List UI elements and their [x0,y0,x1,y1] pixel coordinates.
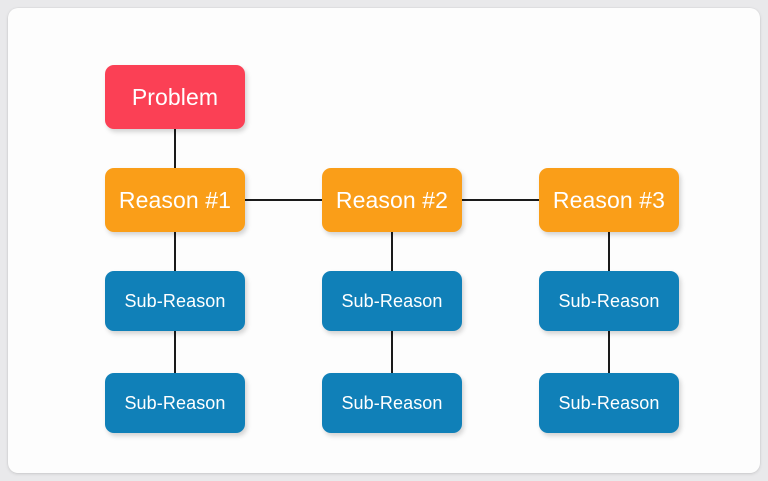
node-label: Reason #2 [335,186,449,213]
node-sub1a[interactable]: Sub-Reason [105,271,245,331]
node-label: Problem [131,83,219,110]
node-sub1b[interactable]: Sub-Reason [105,373,245,433]
node-sub3b[interactable]: Sub-Reason [539,373,679,433]
node-problem[interactable]: Problem [105,65,245,129]
node-sub3a[interactable]: Sub-Reason [539,271,679,331]
node-label: Reason #3 [552,186,666,213]
node-reason2[interactable]: Reason #2 [322,168,462,232]
node-label: Sub-Reason [341,291,443,311]
node-label: Sub-Reason [558,393,660,413]
node-sub2a[interactable]: Sub-Reason [322,271,462,331]
node-label: Sub-Reason [341,393,443,413]
node-sub2b[interactable]: Sub-Reason [322,373,462,433]
node-label: Sub-Reason [124,393,226,413]
node-label: Sub-Reason [558,291,660,311]
node-reason3[interactable]: Reason #3 [539,168,679,232]
node-reason1[interactable]: Reason #1 [105,168,245,232]
node-label: Reason #1 [118,186,232,213]
node-label: Sub-Reason [124,291,226,311]
